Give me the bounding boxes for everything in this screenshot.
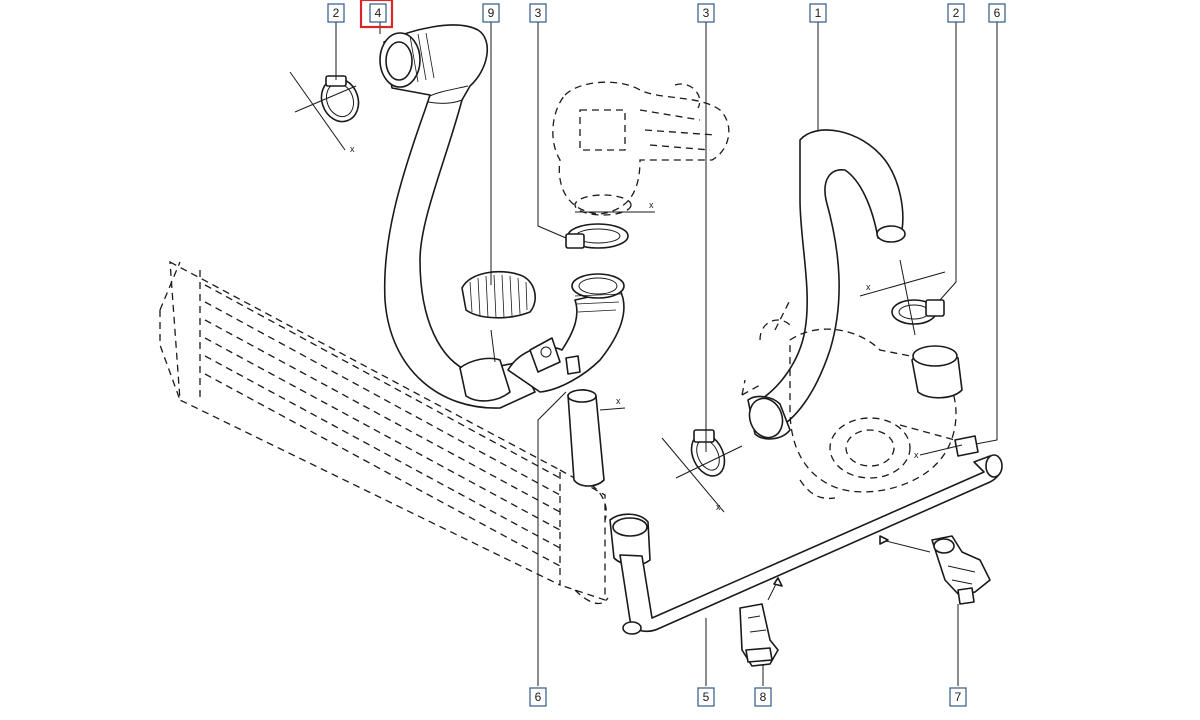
callout-3-mid[interactable]: 3 bbox=[697, 3, 715, 23]
callout-1[interactable]: 1 bbox=[809, 3, 827, 23]
corrugated-sleeve bbox=[461, 270, 536, 319]
callout-4-highlighted[interactable]: 4 bbox=[359, 0, 394, 29]
axis-x-mark: x bbox=[866, 282, 871, 292]
support-bracket-8 bbox=[739, 577, 783, 667]
leader-lines bbox=[335, 22, 998, 686]
svg-text:3: 3 bbox=[535, 6, 542, 20]
small-coupling: x bbox=[899, 424, 979, 460]
throttle-body-assembly bbox=[552, 81, 730, 216]
callout-2-top-right[interactable]: 2 bbox=[947, 3, 965, 23]
axis-x-mark: x bbox=[616, 396, 621, 406]
intercooler-core bbox=[159, 260, 609, 605]
callout-9[interactable]: 9 bbox=[482, 3, 500, 23]
svg-text:6: 6 bbox=[535, 690, 542, 704]
svg-text:6: 6 bbox=[994, 6, 1001, 20]
hose-clamp-2-left: x bbox=[289, 71, 360, 154]
callout-7[interactable]: 7 bbox=[949, 687, 967, 707]
callout-5[interactable]: 5 bbox=[697, 687, 715, 707]
elbow-connector bbox=[507, 273, 625, 393]
svg-text:8: 8 bbox=[760, 690, 767, 704]
callout-3-top[interactable]: 3 bbox=[529, 3, 547, 23]
svg-text:2: 2 bbox=[333, 6, 340, 20]
intercooler-outlet-neck bbox=[609, 513, 651, 566]
hose-clamp-2-right: x bbox=[859, 259, 946, 336]
mount-bracket-7 bbox=[879, 535, 991, 605]
svg-text:9: 9 bbox=[488, 6, 495, 20]
axis-x-mark: x bbox=[716, 502, 721, 512]
hose-clamp-3-lower: x bbox=[661, 429, 743, 513]
axis-x-mark: x bbox=[914, 450, 919, 460]
svg-text:2: 2 bbox=[953, 6, 960, 20]
pipe-stub: x bbox=[567, 389, 626, 487]
callout-8[interactable]: 8 bbox=[754, 687, 772, 707]
svg-text:3: 3 bbox=[703, 6, 710, 20]
svg-text:4: 4 bbox=[375, 6, 382, 20]
return-pipe bbox=[619, 454, 1003, 635]
axis-x-mark: x bbox=[649, 200, 654, 210]
axis-x-mark: x bbox=[350, 144, 355, 154]
callout-2-top-left[interactable]: 2 bbox=[327, 3, 345, 23]
callout-6-top-right[interactable]: 6 bbox=[988, 3, 1006, 23]
turbo-inlet-stub bbox=[911, 345, 963, 399]
svg-text:1: 1 bbox=[815, 6, 822, 20]
svg-text:5: 5 bbox=[703, 690, 710, 704]
callout-6-bottom[interactable]: 6 bbox=[529, 687, 547, 707]
hose-clamp-3-upper: x bbox=[565, 200, 655, 249]
upper-intake-hose bbox=[379, 24, 536, 409]
turbocharger bbox=[741, 299, 957, 500]
svg-text:7: 7 bbox=[955, 690, 962, 704]
turbo-outlet-hose bbox=[747, 129, 906, 440]
